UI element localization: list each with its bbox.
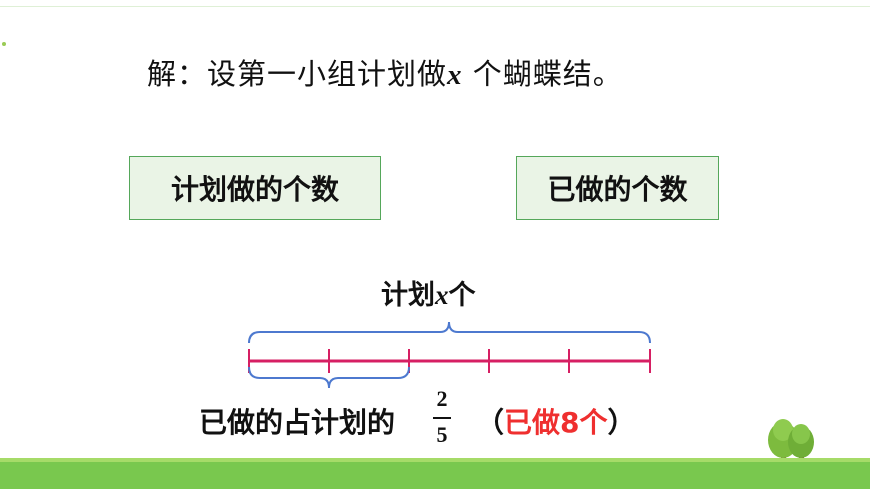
done-count-box: 已做的个数 <box>516 156 719 220</box>
fraction-denominator: 5 <box>436 422 448 447</box>
completed-note-value: 已做8个 <box>504 406 608 439</box>
fraction-line <box>433 417 451 419</box>
segment-total-variable: x <box>435 280 449 310</box>
grass-highlight <box>0 458 870 463</box>
problem-statement: 解：设第一小组计划做x 个蝴蝶结。 <box>147 56 623 93</box>
fraction-numerator: 2 <box>436 386 448 411</box>
tree-icon <box>768 419 814 468</box>
grass-footer <box>0 462 870 489</box>
segment-total-prefix: 计划 <box>381 280 435 311</box>
segment-total-label: 计划x个 <box>381 278 476 313</box>
planned-count-box: 计划做的个数 <box>129 156 381 220</box>
done-count-label: 已做的个数 <box>547 173 688 206</box>
top-divider <box>0 6 870 7</box>
completed-note-open-paren: （ <box>476 406 505 439</box>
decorative-dot <box>2 42 6 46</box>
fraction-two-fifths: 2 5 <box>428 386 456 456</box>
fraction-description: 已做的占计划的 <box>199 406 396 439</box>
problem-variable: x <box>447 59 463 91</box>
top-brace <box>248 321 651 344</box>
segment-total-suffix: 个 <box>448 280 476 311</box>
completed-note-close-paren: ） <box>607 406 636 439</box>
bottom-brace <box>248 366 410 389</box>
problem-statement-suffix: 个蝴蝶结。 <box>462 57 623 91</box>
problem-statement-prefix: 解：设第一小组计划做 <box>147 57 448 91</box>
planned-count-label: 计划做的个数 <box>170 173 339 206</box>
completed-note: （已做8个） <box>476 405 636 441</box>
